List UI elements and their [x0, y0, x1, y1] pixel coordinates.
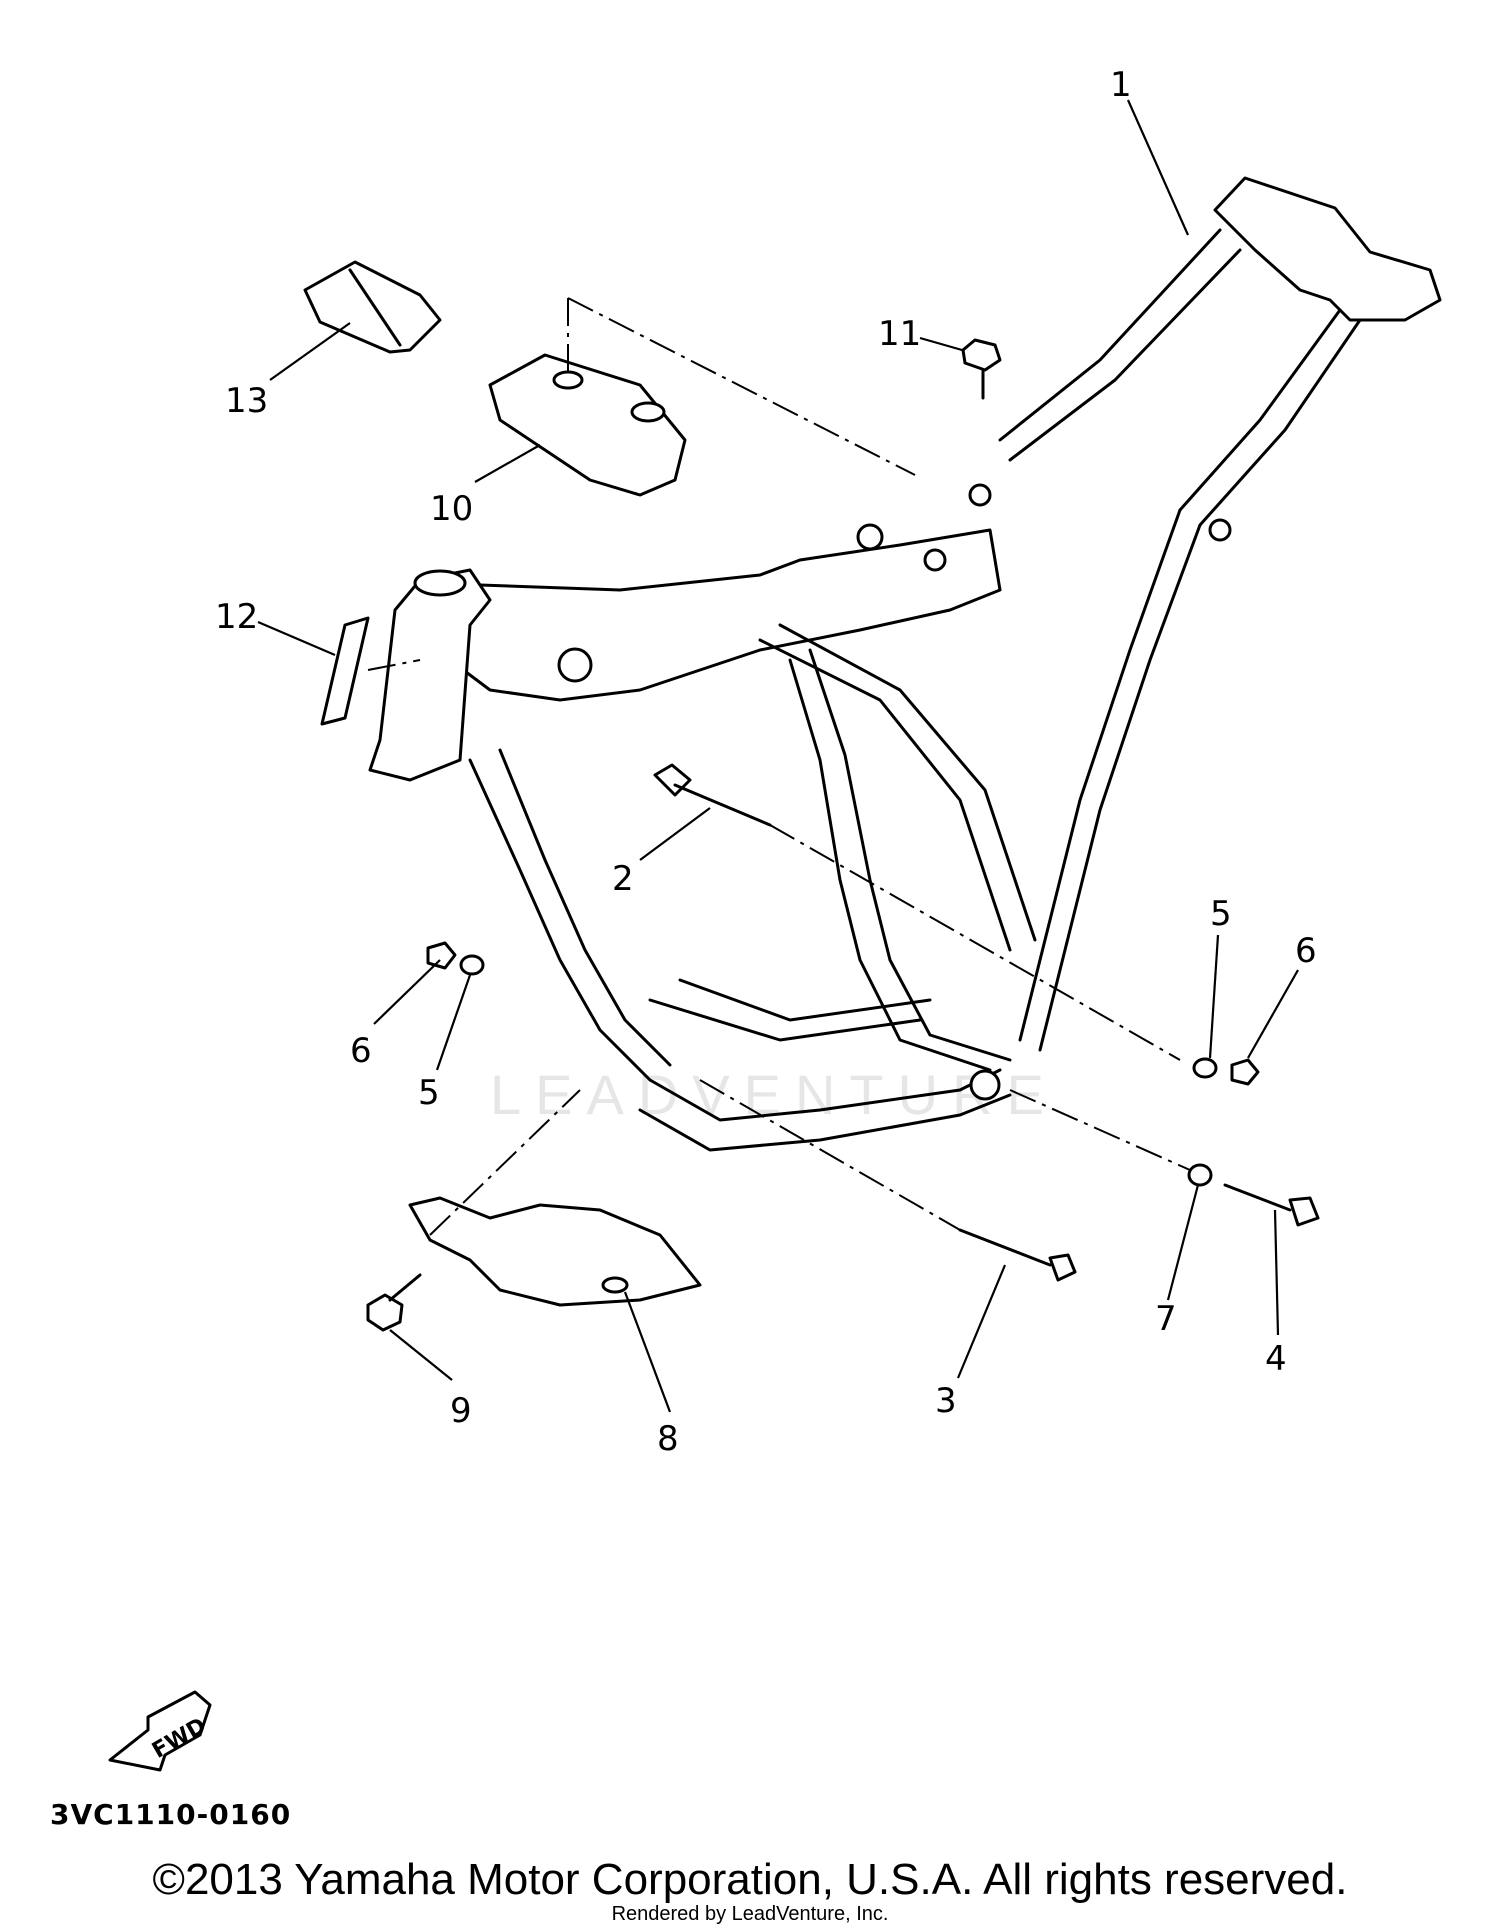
- part-8-skid-plate[interactable]: [408, 1089, 702, 1307]
- rendered-by-text: Rendered by LeadVenture, Inc.: [611, 1903, 889, 1925]
- callout-11: 11: [878, 314, 921, 354]
- part-11-bolt[interactable]: [961, 338, 1002, 400]
- part-2-bolt[interactable]: [653, 763, 1181, 1061]
- part-5-washer-left[interactable]: [459, 954, 485, 976]
- part-3-bolt[interactable]: [699, 1079, 1077, 1282]
- part-7-washer[interactable]: [1009, 1089, 1213, 1187]
- callout-leaders: [257, 99, 1299, 1413]
- callout-5-right: 5: [1210, 894, 1232, 934]
- part-4-bolt[interactable]: [1223, 1183, 1320, 1227]
- part-6-nut-left[interactable]: [426, 941, 457, 970]
- callout-2: 2: [612, 859, 634, 899]
- callout-7: 7: [1155, 1299, 1177, 1339]
- callout-5-left: 5: [418, 1073, 440, 1113]
- callout-13: 13: [225, 381, 268, 421]
- part-5-washer-right[interactable]: [1192, 1057, 1218, 1079]
- frame-assembly[interactable]: [368, 176, 1442, 1152]
- callout-8: 8: [657, 1419, 679, 1459]
- part-6-nut-right[interactable]: [1230, 1058, 1260, 1086]
- callout-6-left: 6: [350, 1031, 372, 1071]
- callout-4: 4: [1265, 1339, 1287, 1379]
- callout-9: 9: [450, 1391, 472, 1431]
- part-9-bolt[interactable]: [366, 1273, 422, 1332]
- callout-12: 12: [215, 597, 258, 637]
- callout-1: 1: [1110, 65, 1132, 105]
- callout-3: 3: [935, 1381, 957, 1421]
- callout-10: 10: [430, 489, 473, 529]
- callout-6-right: 6: [1295, 931, 1317, 971]
- fwd-arrow-icon: FWD: [108, 1690, 212, 1772]
- part-12-label[interactable]: [320, 616, 421, 726]
- part-13-cover[interactable]: [303, 260, 442, 354]
- part-10-tank-cover[interactable]: [488, 353, 687, 497]
- diagram-code: 3VC1110-0160: [50, 1798, 292, 1831]
- copyright-text: ©2013 Yamaha Motor Corporation, U.S.A. A…: [152, 1855, 1348, 1904]
- tank-cover-frame-line: [567, 297, 916, 476]
